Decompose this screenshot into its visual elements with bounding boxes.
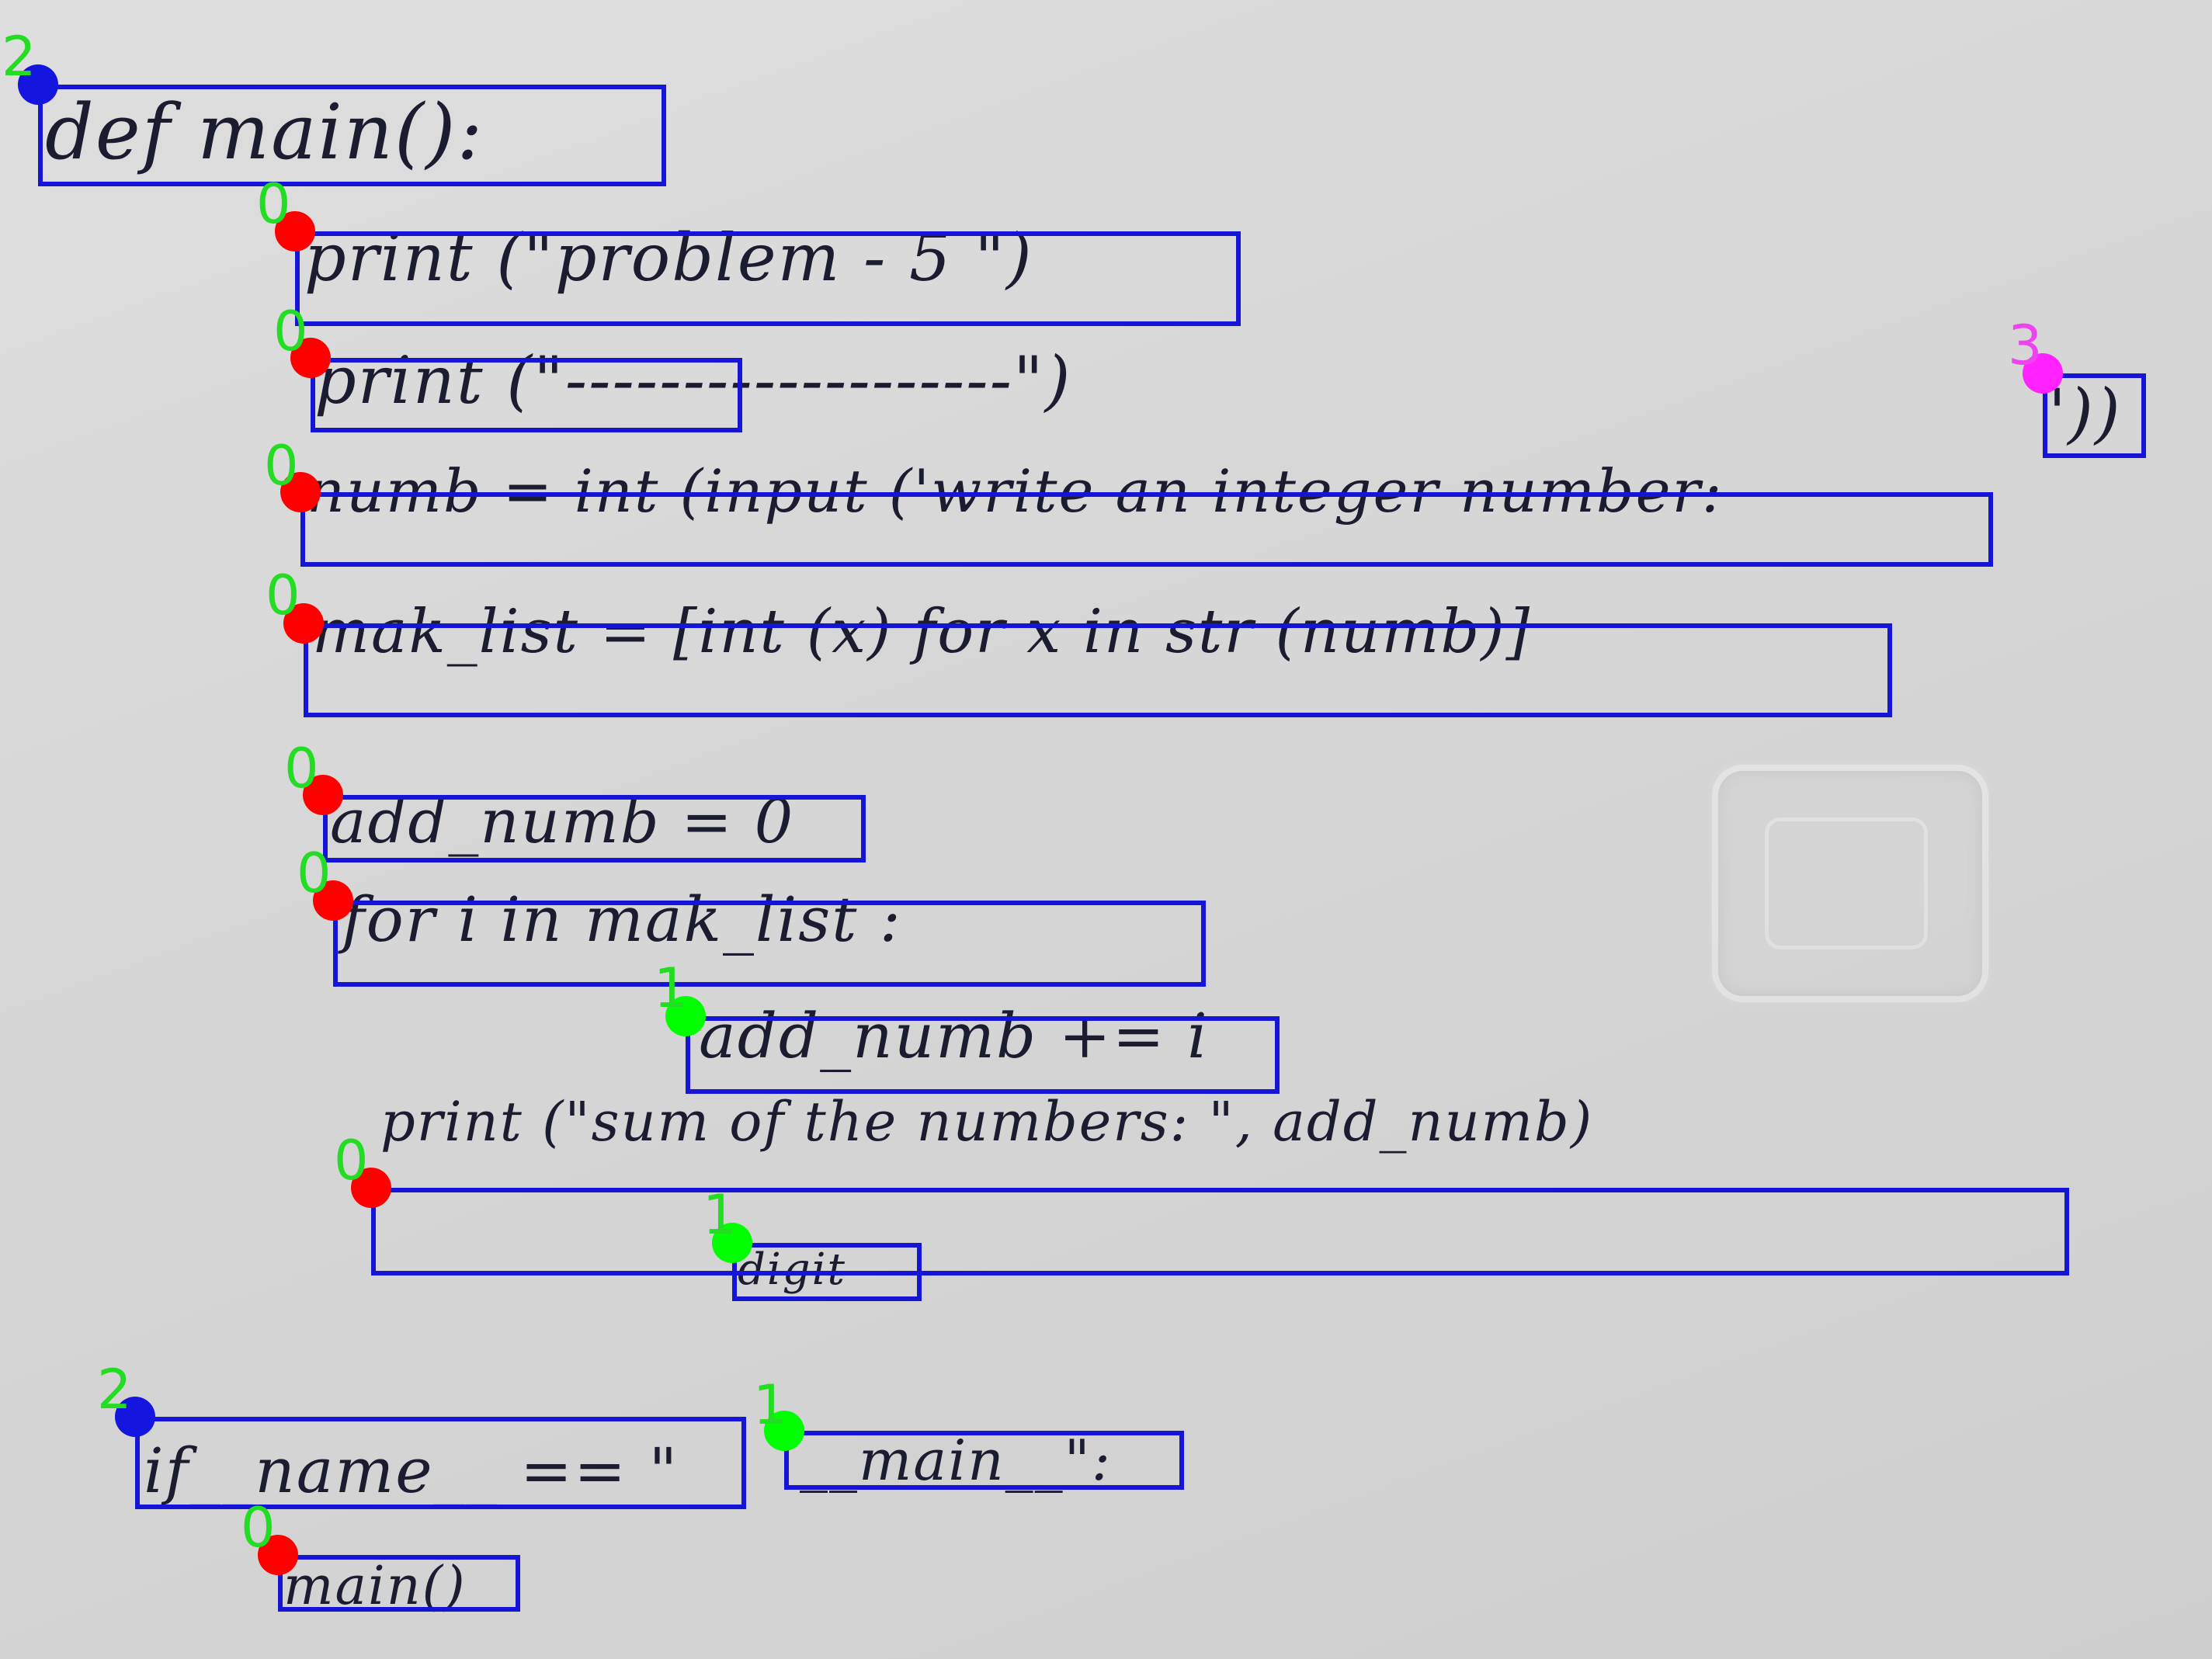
- level-label-numb-assign: 0: [264, 434, 299, 498]
- anchor-dot-print-sum: [351, 1168, 391, 1208]
- bbox-main-string[interactable]: [784, 1431, 1184, 1490]
- anchor-dot-numb-assign: [280, 472, 321, 512]
- bbox-print-sum[interactable]: [371, 1188, 2069, 1275]
- anchor-dot-print-dashes: [290, 338, 331, 378]
- level-label-digit-insert: 1: [703, 1183, 738, 1247]
- bbox-add-numb-init[interactable]: [323, 795, 866, 862]
- line-add-numb-increment: add_numb += i: [699, 1000, 1209, 1072]
- line-print-sum: print ("sum of the numbers: ", add_numb): [380, 1090, 1594, 1154]
- bbox-print-dashes[interactable]: [311, 358, 742, 432]
- level-label-add-numb-init: 0: [284, 737, 319, 800]
- bbox-if-name[interactable]: [135, 1417, 746, 1509]
- anchor-dot-if-name: [115, 1397, 155, 1437]
- embossed-stamp-inner: [1765, 817, 1928, 949]
- level-label-for-loop: 0: [297, 842, 332, 905]
- bbox-numb-assign[interactable]: [300, 492, 1993, 567]
- anchor-dot-print-problem: [275, 211, 315, 252]
- line-for-loop: for i in mak_list :: [342, 883, 902, 956]
- line-main-call: main(): [283, 1556, 467, 1617]
- anchor-dot-add-numb-increment: [665, 996, 706, 1036]
- level-label-main-string: 1: [753, 1373, 788, 1437]
- anchor-dot-digit-insert: [712, 1223, 752, 1263]
- embossed-stamp: [1712, 765, 1988, 1002]
- anchor-dot-main-call: [258, 1535, 298, 1575]
- line-digit-insert: digit: [738, 1244, 847, 1295]
- anchor-dot-mak-list: [283, 603, 324, 644]
- bbox-closing-paren[interactable]: [2043, 373, 2146, 458]
- anchor-dot-closing-paren: [2023, 353, 2063, 394]
- line-add-numb-init: add_numb = 0: [330, 787, 795, 857]
- bbox-for-loop[interactable]: [333, 901, 1206, 987]
- line-if-name: if__name__ == ": [144, 1435, 679, 1507]
- level-label-main-call: 0: [241, 1496, 276, 1560]
- anchor-dot-add-numb-init: [303, 775, 343, 815]
- bbox-mak-list[interactable]: [304, 623, 1892, 717]
- line-closing-paren: ')): [2048, 375, 2122, 451]
- bbox-digit-insert[interactable]: [732, 1243, 922, 1301]
- level-label-if-name: 2: [97, 1358, 132, 1421]
- bbox-main-call[interactable]: [278, 1555, 520, 1612]
- bbox-print-problem[interactable]: [295, 231, 1241, 326]
- level-label-print-sum: 0: [334, 1129, 369, 1192]
- level-label-mak-list: 0: [266, 564, 300, 627]
- bbox-add-numb-increment[interactable]: [686, 1016, 1280, 1094]
- line-mak-list: mak_list = [int (x) for x in str (numb)]: [312, 597, 1532, 667]
- level-label-print-problem: 0: [256, 172, 291, 236]
- level-label-closing-paren: 3: [2008, 314, 2043, 377]
- bbox-def-main[interactable]: [38, 85, 666, 186]
- anchor-dot-main-string: [764, 1411, 804, 1451]
- line-print-problem: print ("problem - 5 "): [304, 220, 1033, 296]
- anchor-dot-def-main: [18, 64, 58, 105]
- line-main-string: __main__":: [800, 1428, 1112, 1493]
- line-def-main: def main():: [45, 89, 484, 177]
- level-label-def-main: 2: [2, 25, 36, 89]
- line-numb-assign: numb = int (input ('write an integer num…: [307, 456, 1724, 526]
- anchor-dot-for-loop: [313, 880, 353, 921]
- level-label-add-numb-increment: 1: [654, 956, 689, 1020]
- level-label-print-dashes: 0: [273, 300, 308, 363]
